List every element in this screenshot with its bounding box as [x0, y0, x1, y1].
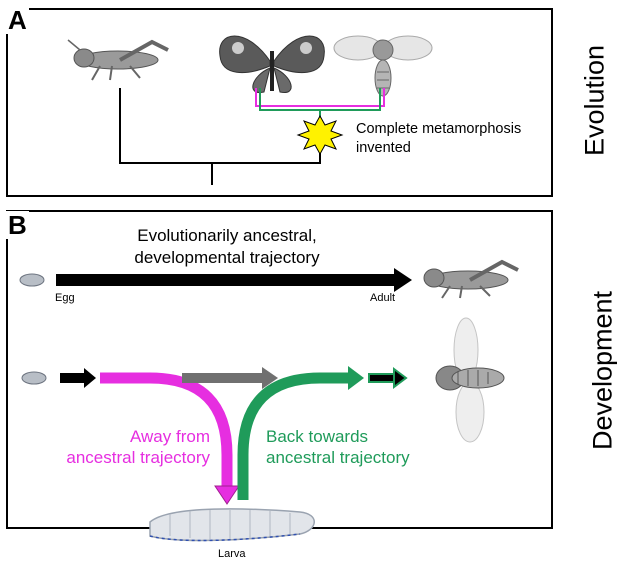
annotation-line-2: invented: [356, 140, 411, 156]
ancestral-title-line-1: Evolutionarily ancestral,: [137, 226, 317, 245]
egg-icon-bottom: [21, 371, 47, 385]
metamorphosis-annotation: Complete metamorphosis invented: [356, 120, 521, 158]
fly-adult-icon: [435, 317, 505, 443]
grasshopper-adult-icon: [423, 259, 519, 299]
fly-icon: [333, 35, 433, 97]
panel-a-evolution: [6, 8, 553, 197]
annotation-line-1: Complete metamorphosis: [356, 121, 522, 137]
late-development-arrow: [368, 367, 408, 389]
away-trajectory-arrow: [100, 372, 240, 505]
back-label: Back towards ancestral trajectory: [266, 426, 410, 468]
gray-trajectory-arrow: [182, 367, 278, 389]
larva-label: Larva: [218, 548, 246, 560]
early-development-arrow: [60, 368, 96, 388]
adult-label: Adult: [370, 292, 396, 304]
butterfly-icon: [219, 35, 325, 93]
ancestral-title: Evolutionarily ancestral, developmental …: [127, 225, 327, 269]
panel-a-letter: A: [6, 5, 29, 35]
away-label-line-1: Away from: [130, 427, 210, 446]
ancestral-title-line-2: developmental trajectory: [134, 248, 320, 267]
panel-b-letter: B: [6, 210, 29, 240]
away-label-line-2: ancestral trajectory: [66, 448, 210, 467]
egg-icon-top: [19, 273, 45, 287]
ancestral-trajectory-arrow: [56, 268, 412, 292]
back-label-line-1: Back towards: [266, 427, 369, 446]
larva-icon: [149, 508, 315, 542]
back-trajectory-arrow: [237, 366, 364, 500]
back-label-line-2: ancestral trajectory: [266, 448, 410, 467]
grasshopper-icon: [67, 39, 169, 81]
away-label: Away from ancestral trajectory: [40, 426, 210, 468]
egg-label: Egg: [55, 292, 75, 304]
starburst-icon: [296, 114, 344, 156]
